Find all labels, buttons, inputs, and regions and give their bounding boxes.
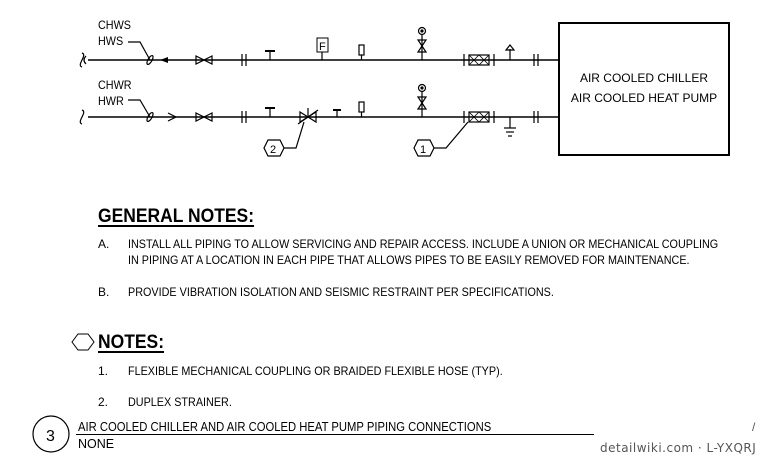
drawing-scale: NONE (78, 437, 115, 451)
note-1-marker: 1. (98, 364, 109, 378)
general-note-a-line-1: INSTALL ALL PIPING TO ALLOW SERVICING AN… (128, 237, 719, 251)
return-thermometer-icon (265, 107, 275, 117)
supply-label-hws: HWS (98, 34, 124, 48)
title-number-circle: 3 (32, 415, 70, 453)
return-isolation-valve-icon (195, 112, 213, 122)
general-note-a-marker: A. (98, 237, 110, 251)
callout-2-number: 2 (270, 144, 276, 156)
supply-pipe-break-icon (79, 52, 85, 68)
supply-thermometer-icon (265, 50, 275, 60)
callout-1-number: 1 (420, 144, 426, 156)
watermark: detailwiki.com · L-YXQRJ (600, 441, 757, 455)
equipment-line-heat-pump: AIR COOLED HEAT PUMP (570, 91, 718, 105)
general-note-b-marker: B. (98, 285, 110, 299)
return-pressure-gauge-icon (416, 83, 428, 117)
equipment-box: AIR COOLED CHILLER AIR COOLED HEAT PUMP (558, 22, 730, 156)
note-2-text: DUPLEX STRAINER. (128, 395, 232, 409)
supply-union-icon (241, 54, 247, 66)
corner-mark: / (752, 420, 756, 434)
flow-switch-letter: F (319, 41, 326, 53)
return-pipe-break-icon (79, 109, 85, 125)
flow-switch-icon: F (316, 37, 329, 60)
supply-label-chws: CHWS (98, 18, 132, 32)
general-notes-heading: GENERAL NOTES: (98, 206, 255, 227)
return-thermometer-2-icon (333, 109, 341, 117)
supply-flow-arrow-icon (160, 57, 168, 63)
supply-flange-icon (533, 54, 539, 66)
return-strainer-icon (463, 111, 495, 123)
supply-isolation-valve-icon (195, 55, 213, 65)
note-2-marker: 2. (98, 395, 109, 409)
return-flange-icon (533, 111, 539, 123)
return-leader-icon (128, 99, 154, 123)
return-label-chwr: CHWR (98, 78, 132, 92)
title-underline (76, 434, 594, 435)
air-vent-icon (504, 44, 516, 60)
drain-valve-icon (504, 117, 516, 137)
return-union-icon (241, 111, 247, 123)
callout-2: 2 (263, 121, 305, 157)
supply-gauge-icon (358, 44, 365, 60)
title-number: 3 (46, 428, 55, 445)
callout-1: 1 (413, 121, 469, 157)
return-flow-arrow-icon (167, 112, 177, 122)
notes-hex-icon (71, 333, 95, 351)
general-note-b-line-1: PROVIDE VIBRATION ISOLATION AND SEISMIC … (128, 285, 554, 299)
balancing-valve-icon (297, 108, 319, 125)
return-gauge-icon (358, 101, 365, 117)
supply-strainer-icon (463, 54, 495, 66)
note-1-text: FLEXIBLE MECHANICAL COUPLING OR BRAIDED … (128, 364, 503, 378)
notes-heading: NOTES: (98, 332, 165, 353)
equipment-line-chiller: AIR COOLED CHILLER (579, 71, 709, 85)
supply-pressure-gauge-icon (416, 26, 428, 60)
general-note-a-line-2: IN PIPING AT A LOCATION IN EACH PIPE THA… (128, 253, 690, 267)
supply-leader-icon (128, 41, 154, 66)
drawing-title: AIR COOLED CHILLER AND AIR COOLED HEAT P… (78, 420, 492, 434)
return-label-hwr: HWR (98, 94, 124, 108)
